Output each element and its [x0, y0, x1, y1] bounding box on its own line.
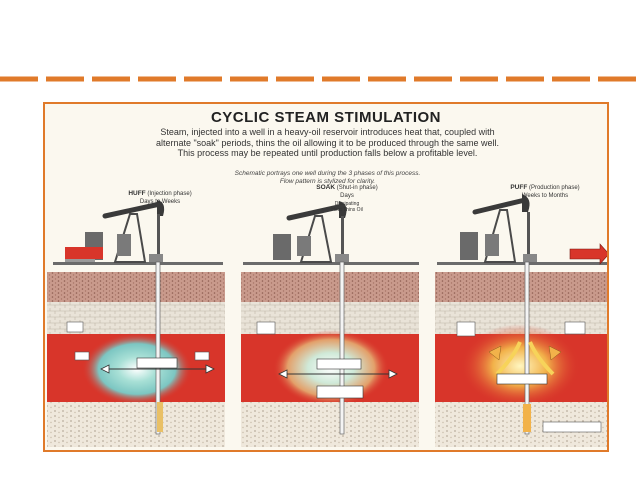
puff-panel	[435, 194, 607, 447]
huff-name: HUFF	[128, 190, 146, 197]
soak-extra: Dissipating Heat Thins Oil	[331, 201, 363, 213]
diagram-note: Schematic portrays one well during the 3…	[185, 170, 470, 186]
puff-phase-label: PUFF (Production phase) Weeks to Months	[495, 184, 595, 200]
puff-duration: Weeks to Months	[521, 192, 569, 199]
huff-duration: Days to Weeks	[139, 198, 181, 205]
note-line-2: Flow pattern is stylized for clarity.	[279, 178, 376, 185]
soak-panel	[241, 201, 419, 447]
huff-subtitle: (Injection phase)	[147, 191, 192, 197]
soak-subtitle: (Shut-in phase)	[336, 185, 378, 191]
diagram-description: Steam, injected into a well in a heavy-o…	[155, 127, 500, 158]
diagram-title: CYCLIC STEAM STIMULATION	[210, 109, 442, 126]
puff-name: PUFF	[510, 184, 528, 191]
cross-section-scene	[47, 194, 607, 447]
huff-panel	[47, 200, 225, 447]
huff-phase-label: HUFF (Injection phase) Days to Weeks	[115, 190, 205, 206]
soak-name: SOAK	[316, 184, 336, 191]
soak-duration: Days	[340, 192, 354, 199]
note-line-1: Schematic portrays one well during the 3…	[234, 170, 421, 177]
soak-phase-label: SOAK (Shut-in phase) Days Dissipating He…	[307, 184, 387, 213]
puff-subtitle: (Production phase)	[528, 185, 580, 191]
diagram-frame: CYCLIC STEAM STIMULATION Steam, injected…	[43, 102, 609, 452]
orange-dash-divider	[0, 76, 638, 82]
